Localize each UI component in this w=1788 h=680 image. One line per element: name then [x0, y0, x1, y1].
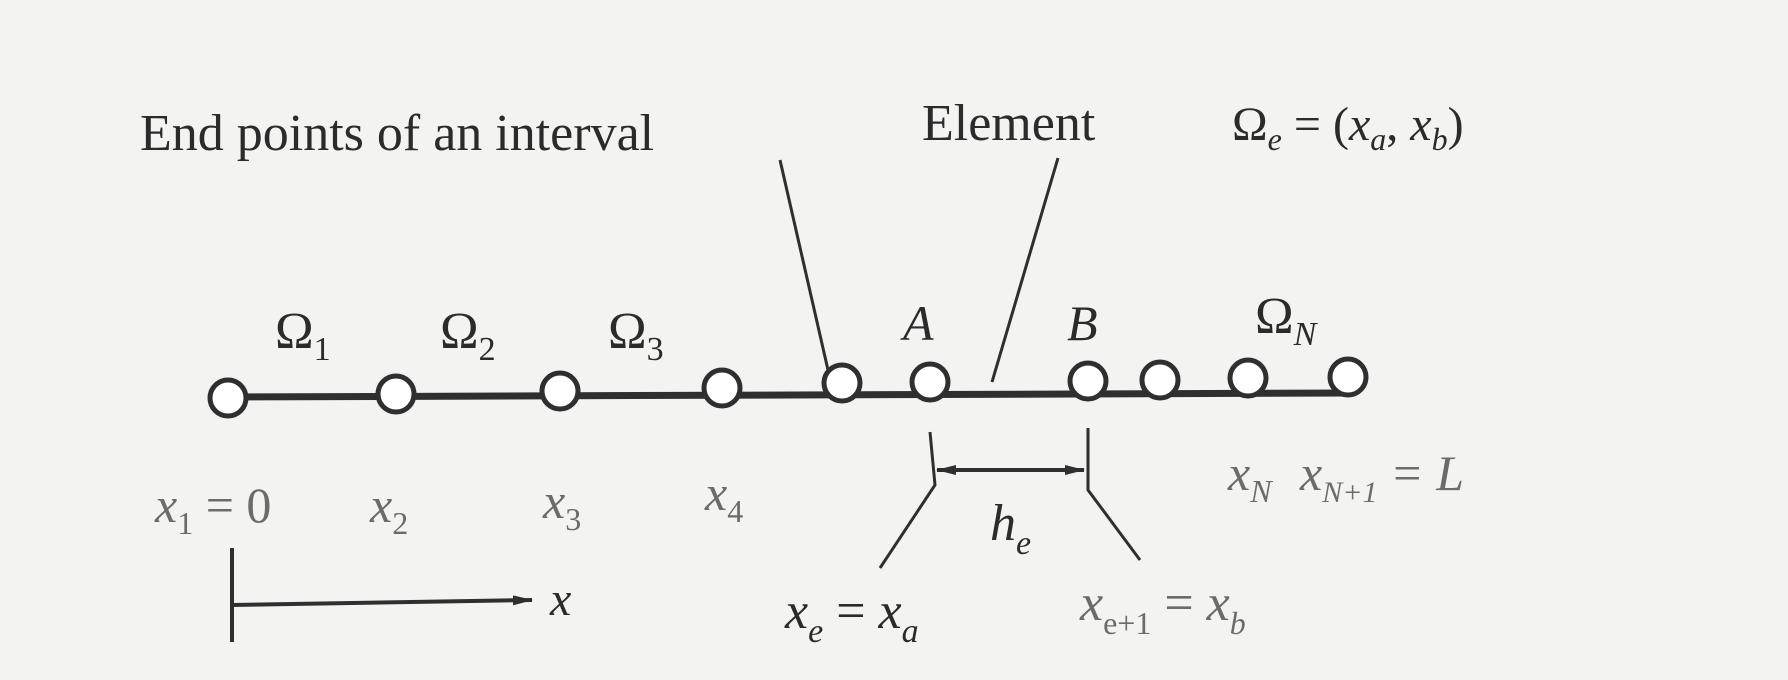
omega-N-label: ΩN — [1255, 288, 1319, 353]
xN-label: xN — [1227, 445, 1273, 509]
x4-label: x4 — [704, 465, 743, 529]
omega-e-definition: Ωe = (xa, xb) — [1232, 98, 1464, 157]
x-axis-arrow — [231, 595, 533, 607]
x-axis-label: x — [549, 573, 571, 626]
x2-label: x2 — [369, 477, 408, 541]
xe-leader-line — [878, 431, 937, 569]
xe-equals-xa-label: xe = xa — [784, 583, 919, 650]
node-B — [1067, 360, 1109, 402]
node-N-plus-1 — [1327, 356, 1369, 398]
node-1 — [207, 377, 249, 419]
xN-plus-1-label: xN+1 = L — [1299, 445, 1464, 509]
omega-2-label: Ω2 — [440, 303, 496, 368]
point-A-label: A — [900, 295, 934, 351]
x3-label: x3 — [542, 473, 581, 537]
point-B-label: B — [1067, 295, 1098, 351]
element-leader-line — [990, 157, 1060, 383]
end-points-label: End points of an interval — [140, 105, 654, 162]
node-A — [909, 361, 951, 403]
omega-3-label: Ω3 — [608, 303, 664, 368]
xe1-leader-line — [1086, 428, 1142, 561]
node-3 — [539, 370, 581, 412]
element-label: Element — [922, 95, 1096, 152]
h-e-label: he — [990, 495, 1031, 562]
xe1-equals-xb-label: xe+1 = xb — [1079, 575, 1246, 641]
node-2 — [375, 373, 417, 415]
node-b2 — [1139, 359, 1181, 401]
x1-label: x1 = 0 — [154, 477, 271, 541]
node-interval-end — [821, 362, 863, 404]
mesh-nodes — [207, 356, 1369, 419]
node-4 — [701, 367, 743, 409]
element-size-dimension — [878, 428, 1142, 569]
omega-1-label: Ω1 — [275, 303, 331, 368]
end-points-leader-line — [778, 159, 830, 371]
node-N — [1227, 357, 1269, 399]
